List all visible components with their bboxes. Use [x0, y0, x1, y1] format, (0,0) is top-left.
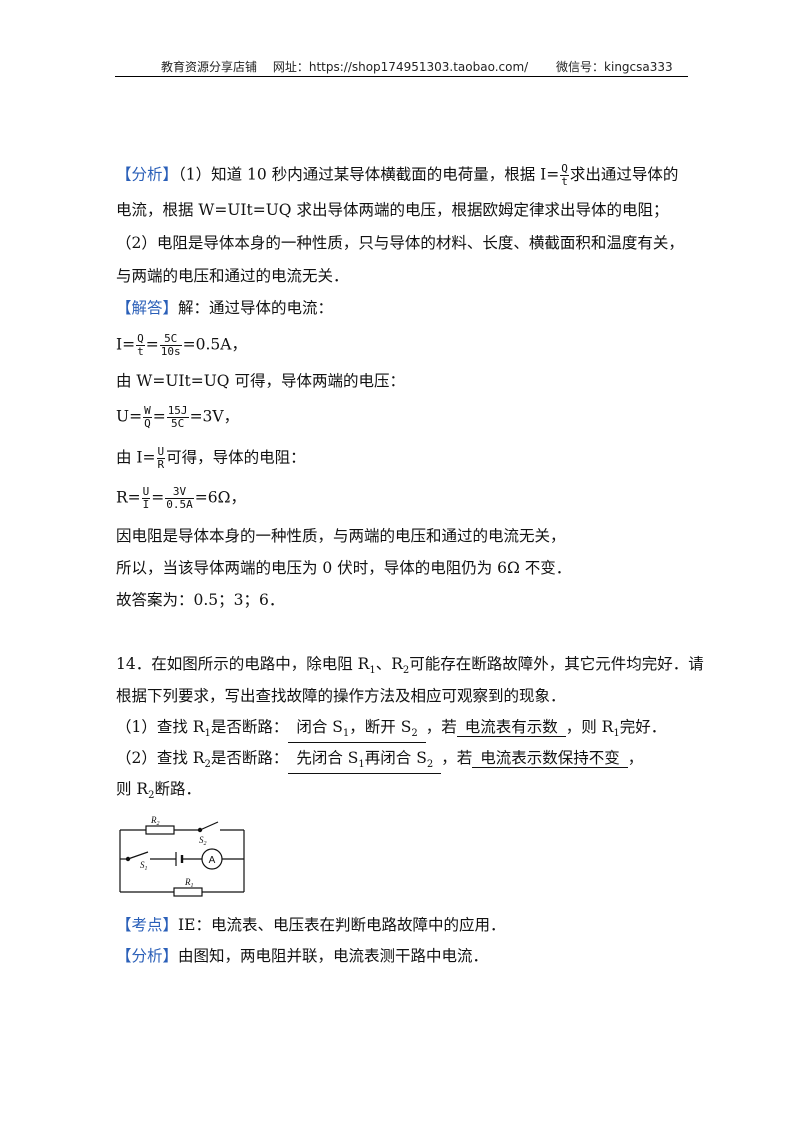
- q13-answer-line-7: 因电阻是导体本身的一种性质，与两端的电压和通过的电流无关，: [116, 527, 566, 545]
- point-tag: 【考点】: [116, 916, 179, 934]
- resistor-r2: [145, 825, 175, 835]
- q14-part-2-conclusion: 则 R2断路．: [116, 780, 201, 802]
- analysis-tag: 【分析】: [116, 947, 179, 965]
- label-r2: R2: [150, 815, 160, 827]
- switch-s2-blade: [199, 821, 219, 831]
- q14-point-line: 【考点】IE：电流表、电压表在判断电路故障中的应用．: [116, 916, 506, 934]
- q14-part-2: （2）查找 R2是否断路：先闭合 S1再闭合 S2，若电流表示数保持不变，: [116, 748, 643, 775]
- q13-answer-line-8: 所以，当该导体两端的电压为 0 伏时，导体的电阻仍为 6Ω 不变．: [116, 559, 572, 577]
- circuit-diagram: R2 S2 S1 R1 A: [119, 815, 245, 897]
- answer-blank: 电流表有示数: [456, 719, 566, 737]
- switch-s1-blade: [127, 851, 149, 860]
- header-url: 网址：https://shop174951303.taobao.com/: [272, 60, 529, 74]
- q14-question-line-2: 根据下列要求，写出查找故障的操作方法及相应可观察到的现象．: [116, 687, 566, 705]
- label-s1: S1: [140, 860, 148, 872]
- header-wechat: 微信号：kingcsa333: [556, 60, 673, 74]
- label-s2: S2: [199, 835, 207, 847]
- q13-answer-line-3: 由 W=UIt=UQ 可得，导体两端的电压：: [116, 372, 405, 390]
- q13-analysis-line-3: （2）电阻是导体本身的一种性质，只与导体的材料、长度、横截面积和温度有关，: [116, 234, 684, 252]
- label-r1: R1: [184, 877, 194, 889]
- answer-tag: 【解答】: [116, 299, 179, 317]
- q14-part-1: （1）查找 R1是否断路：闭合 S1，断开 S2，若电流表有示数，则 R1完好．: [116, 717, 666, 744]
- answer-blank: 电流表示数保持不变: [472, 750, 628, 768]
- answer-blank: 先闭合 S1再闭合 S2: [288, 750, 442, 775]
- q13-analysis-line-2: 电流，根据 W=UIt=UQ 求出导体两端的电压，根据欧姆定律求出导体的电阻；: [116, 201, 669, 219]
- resistor-r1: [173, 887, 203, 897]
- page-header: 教育资源分享店铺 网址：https://shop174951303.taobao…: [115, 58, 688, 75]
- analysis-tag: 【分析】: [116, 165, 179, 184]
- q14-question-line-1: 14．在如图所示的电路中，除电阻 R1、R2可能存在断路故障外，其它元件均完好．…: [116, 655, 704, 677]
- q13-final-answer: 故答案为：0.5；3；6．: [116, 591, 285, 609]
- header-divider: [115, 76, 688, 77]
- header-shop: 教育资源分享店铺: [161, 60, 258, 74]
- q13-answer-line-1: 【解答】解：通过导体的电流：: [116, 299, 334, 317]
- q13-analysis-line-4: 与两端的电压和通过的电流无关．: [116, 267, 349, 285]
- q14-analysis-line: 【分析】由图知，两电阻并联，电流表测干路中电流．: [116, 947, 489, 965]
- ammeter-label: A: [209, 855, 216, 866]
- answer-blank: 闭合 S1，断开 S2: [288, 719, 426, 744]
